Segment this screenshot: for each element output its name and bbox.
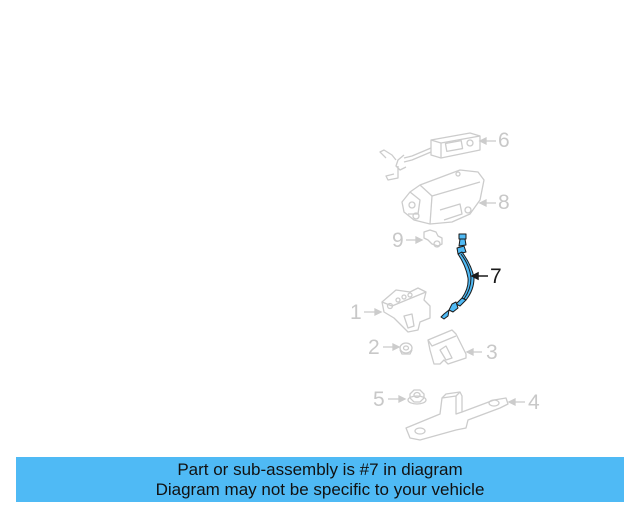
part-5-nut-icon: [407, 389, 427, 405]
info-banner: Part or sub-assembly is #7 in diagram Di…: [16, 457, 624, 502]
callout-3: 3: [486, 341, 498, 364]
part-4-striker-icon: [405, 391, 509, 441]
part-6-switch-icon: [379, 132, 481, 181]
arrow-5-icon: [388, 394, 407, 404]
banner-line-part-number: Part or sub-assembly is #7 in diagram: [177, 460, 463, 479]
arrow-4-icon: [507, 397, 525, 407]
part-8-actuator-icon: [401, 169, 485, 225]
part-2-grommet-icon: [399, 342, 413, 355]
callout-1: 1: [350, 301, 362, 324]
arrow-7-icon: [470, 271, 488, 281]
callout-4: 4: [528, 391, 540, 414]
callout-9: 9: [392, 229, 404, 252]
callout-7: 7: [490, 265, 502, 288]
arrow-1-icon: [364, 307, 383, 317]
banner-line-disclaimer: Diagram may not be specific to your vehi…: [155, 480, 485, 499]
arrow-9-icon: [406, 235, 424, 245]
callout-5: 5: [373, 388, 385, 411]
arrow-6-icon: [478, 136, 496, 146]
arrow-2-icon: [383, 342, 401, 352]
arrow-3-icon: [465, 347, 482, 357]
part-3-striker-cover-icon: [427, 329, 467, 365]
callout-2: 2: [368, 336, 380, 359]
part-1-latch-icon: [381, 287, 431, 333]
part-9-clip-icon: [423, 229, 443, 248]
callout-8: 8: [498, 191, 510, 214]
part-7-cable-icon: [440, 233, 475, 320]
callout-6: 6: [498, 129, 510, 152]
arrow-8-icon: [478, 198, 496, 208]
